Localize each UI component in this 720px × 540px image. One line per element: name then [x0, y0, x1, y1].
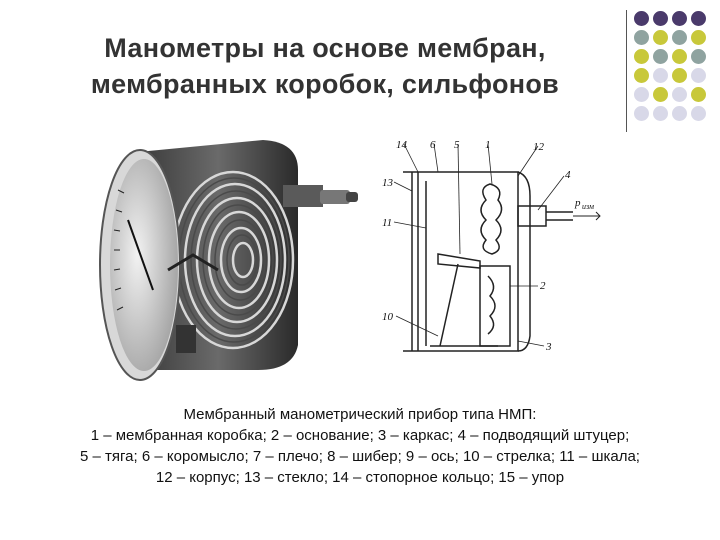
- linkage: [167, 253, 219, 272]
- diagram-label-1: 1: [485, 139, 491, 151]
- decorative-dot: [634, 87, 649, 102]
- inlet-nozzle: [320, 190, 350, 204]
- decorative-dot: [634, 11, 649, 26]
- caption-line-4: 12 – корпус; 13 – стекло; 14 – стопорное…: [155, 469, 565, 486]
- diagram-label-14: 14: [396, 139, 408, 151]
- decorative-dot: [672, 30, 687, 45]
- decorative-dot: [691, 68, 706, 83]
- decorative-dot: [653, 106, 668, 121]
- diagram-label-4: 4: [565, 169, 571, 181]
- caption-line-3: 5 – тяга; 6 – коромысло; 7 – плечо; 8 – …: [80, 448, 640, 465]
- diagram-label-6: 6: [430, 139, 436, 151]
- title-line-2: мембранных коробок, сильфонов: [90, 69, 560, 99]
- dial-pointer: [127, 219, 154, 291]
- decorative-dot: [653, 68, 668, 83]
- pressure-label: p: [574, 197, 581, 209]
- decorative-dot: [653, 87, 668, 102]
- pressure-subscript: изм: [582, 202, 594, 211]
- decorative-dot: [634, 30, 649, 45]
- gauge-photo: [99, 140, 358, 381]
- diagram-label-2: 2: [540, 280, 546, 292]
- decorative-divider: [626, 10, 627, 132]
- diagram-label-3: 3: [545, 341, 552, 353]
- slide-title: Манометры на основе мембран, мембранных …: [40, 30, 610, 102]
- inlet-block: [517, 205, 547, 227]
- diagram-label-5: 5: [454, 139, 460, 151]
- decorative-dot: [672, 49, 687, 64]
- caption-line-2: 1 – мембранная коробка; 2 – основание; 3…: [90, 427, 630, 444]
- case-outline: [403, 171, 519, 352]
- decorative-dot: [691, 11, 706, 26]
- decorative-dot: [691, 30, 706, 45]
- schematic-diagram: 14 6 5 1 12 13 4 11 2 10 3 p изм: [382, 139, 601, 353]
- bracket: [176, 325, 196, 353]
- decorative-dot: [634, 68, 649, 83]
- decorative-dot: [691, 49, 706, 64]
- decorative-dot: [672, 87, 687, 102]
- figure-caption: Мембранный манометрический прибор типа Н…: [20, 404, 700, 488]
- membrane-box: [480, 183, 503, 255]
- decorative-dot: [691, 106, 706, 121]
- decorative-dot: [691, 87, 706, 102]
- decorative-dot: [672, 106, 687, 121]
- inlet-fitting: [283, 185, 323, 207]
- diagram-label-13: 13: [382, 177, 394, 189]
- decorative-dot: [634, 49, 649, 64]
- decorative-dot: [672, 11, 687, 26]
- pressure-arrow: [573, 211, 601, 221]
- diagram-label-12: 12: [533, 141, 545, 153]
- decorative-dot: [653, 30, 668, 45]
- diagram-label-10: 10: [382, 311, 394, 323]
- title-line-1: Манометры на основе мембран,: [104, 33, 546, 63]
- diagram-label-11: 11: [382, 217, 392, 229]
- decorative-dot: [634, 106, 649, 121]
- decorative-dot-grid: [634, 11, 714, 121]
- dial-scale: [113, 189, 125, 311]
- caption-line-1: Мембранный манометрический прибор типа Н…: [183, 406, 537, 423]
- lever: [437, 253, 481, 269]
- decorative-dot: [672, 68, 687, 83]
- decorative-dot: [653, 49, 668, 64]
- decorative-dot: [653, 11, 668, 26]
